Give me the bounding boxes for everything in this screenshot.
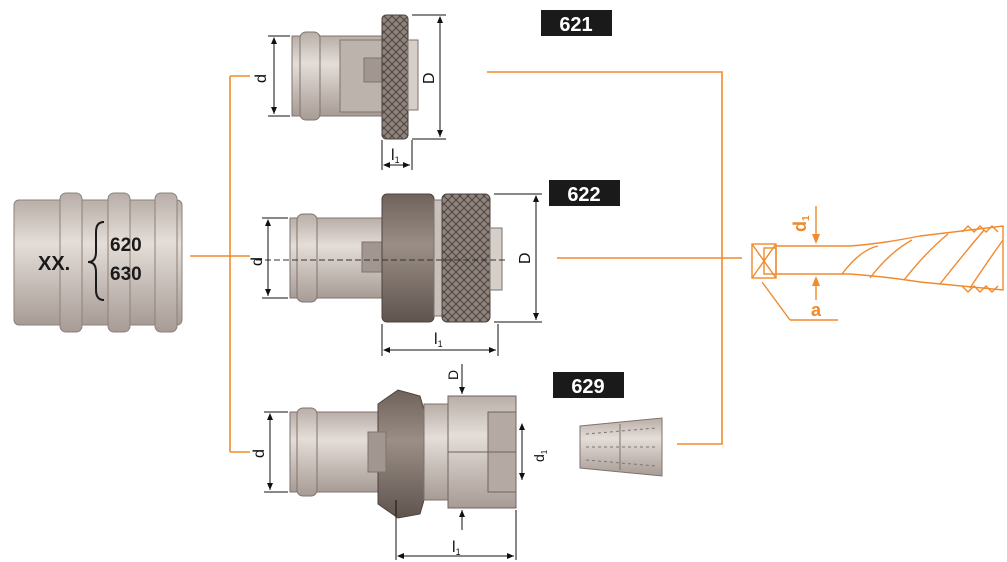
dim-d-622: d bbox=[249, 257, 266, 266]
dim-l1-622: l1 bbox=[434, 331, 443, 349]
holder-brace-icon bbox=[87, 221, 105, 301]
dim-d1-629: d1 bbox=[531, 449, 549, 462]
badge-622-label: 622 bbox=[567, 184, 600, 206]
dim-d-629: d bbox=[251, 449, 268, 458]
badge-621 bbox=[541, 10, 612, 36]
holder-prefix: XX. bbox=[38, 253, 70, 275]
connector-lines bbox=[190, 71, 742, 453]
dim-D-629: D bbox=[445, 370, 461, 380]
adapter-621: d D l1 621 bbox=[253, 10, 612, 170]
dim-D-621: D bbox=[421, 72, 438, 84]
collet-icon bbox=[579, 417, 663, 477]
dim-D-622: D bbox=[517, 252, 534, 264]
badge-621-label: 621 bbox=[559, 14, 592, 36]
tap-holder: XX. 620 630 bbox=[13, 192, 183, 333]
dim-l1-621: l1 bbox=[391, 147, 400, 165]
badge-629 bbox=[553, 372, 624, 398]
badge-629-label: 629 bbox=[571, 376, 604, 398]
holder-code-2: 630 bbox=[110, 264, 142, 285]
knurled-sleeve-icon bbox=[441, 193, 491, 323]
badge-622 bbox=[549, 180, 620, 206]
dim-l1-629: l1 bbox=[452, 539, 461, 557]
knurled-ring-icon bbox=[381, 14, 409, 140]
tap-d1-label: d1 bbox=[790, 215, 812, 232]
adapter-629: d D d1 l1 629 bbox=[251, 364, 624, 560]
tap-a-label: a bbox=[811, 300, 822, 320]
holder-code-1: 620 bbox=[110, 235, 142, 256]
dim-d-621: d bbox=[253, 74, 270, 83]
adapter-622: d D l1 622 bbox=[249, 180, 620, 356]
